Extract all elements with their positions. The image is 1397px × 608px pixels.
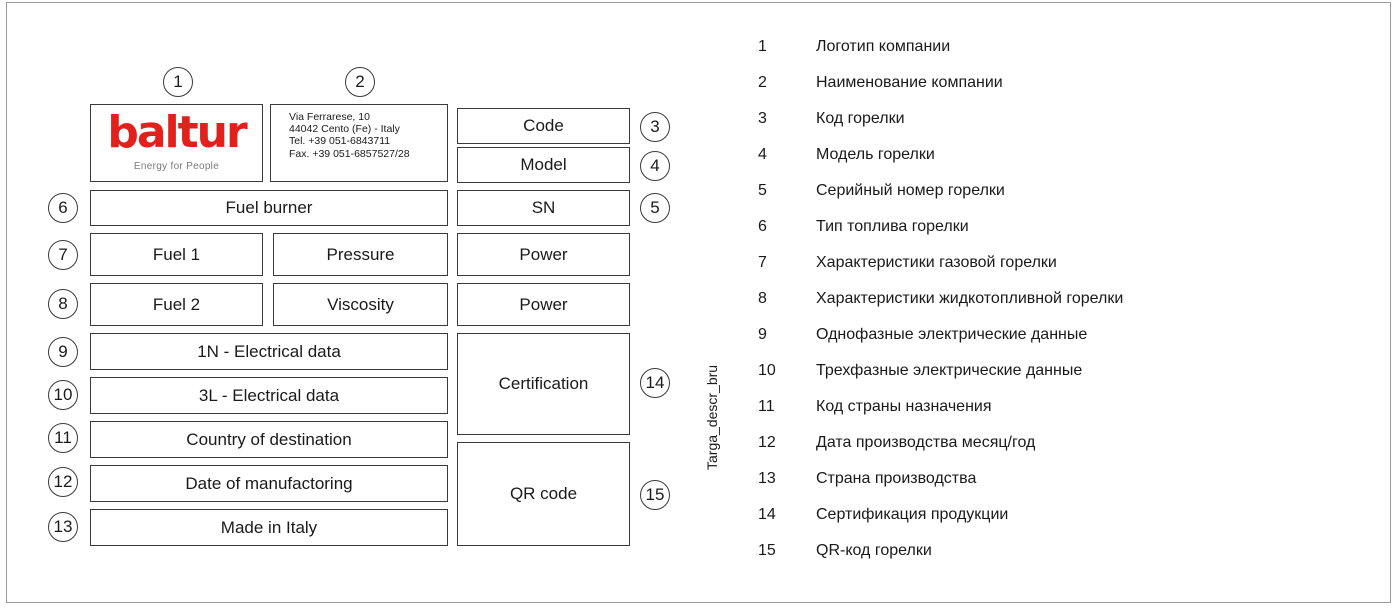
- legend-text: Сертификация продукции: [816, 506, 1009, 523]
- certification-field: Certification: [457, 333, 630, 435]
- legend-number: 13: [758, 470, 776, 487]
- marker-6: 6: [48, 193, 78, 223]
- electrical-3l-field: 3L - Electrical data: [90, 377, 448, 414]
- legend-text: Наименование компании: [816, 74, 1003, 91]
- made-in-field: Made in Italy: [90, 509, 448, 546]
- legend-number: 9: [758, 326, 767, 343]
- legend-number: 12: [758, 434, 776, 451]
- power2-field: Power: [457, 283, 630, 326]
- legend-number: 3: [758, 110, 767, 127]
- legend-number: 1: [758, 38, 767, 55]
- marker-10: 10: [48, 380, 78, 410]
- sn-field: SN: [457, 190, 630, 226]
- legend-text: Код страны назначения: [816, 398, 992, 415]
- figure-frame: [6, 2, 1391, 603]
- legend-number: 11: [758, 398, 775, 415]
- legend-number: 4: [758, 146, 767, 163]
- marker-12: 12: [48, 467, 78, 497]
- legend-text: Модель горелки: [816, 146, 935, 163]
- legend-text: Дата производства месяц/год: [816, 434, 1036, 451]
- legend-text: Серийный номер горелки: [816, 182, 1005, 199]
- legend-number: 5: [758, 182, 767, 199]
- viscosity-field: Viscosity: [273, 283, 448, 326]
- marker-9: 9: [48, 337, 78, 367]
- logo-wordmark: baltur: [107, 107, 247, 158]
- pressure-field: Pressure: [273, 233, 448, 276]
- legend-number: 15: [758, 542, 776, 559]
- marker-11: 11: [48, 423, 78, 453]
- code-field: Code: [457, 108, 630, 144]
- power1-field: Power: [457, 233, 630, 276]
- legend-text: Характеристики жидкотопливной горелки: [816, 290, 1124, 307]
- logo-tagline: Energy for People: [133, 161, 220, 172]
- legend-text: Тип топлива горелки: [816, 218, 969, 235]
- legend-number: 10: [758, 362, 776, 379]
- legend-text: Логотип компании: [816, 38, 951, 55]
- figure-id: Targa_descr_bru: [704, 364, 720, 470]
- country-destination-field: Country of destination: [90, 421, 448, 458]
- legend-number: 6: [758, 218, 767, 235]
- marker-3: 3: [640, 112, 670, 142]
- legend-number: 7: [758, 254, 767, 271]
- marker-1: 1: [163, 67, 193, 97]
- marker-8: 8: [48, 289, 78, 319]
- company-logo: baltur Energy for People: [90, 104, 263, 182]
- marker-7: 7: [48, 240, 78, 270]
- fuel-burner-field: Fuel burner: [90, 190, 448, 226]
- date-manufacturing-field: Date of manufactoring: [90, 465, 448, 502]
- legend-number: 2: [758, 74, 767, 91]
- marker-2: 2: [345, 67, 375, 97]
- fuel1-field: Fuel 1: [90, 233, 263, 276]
- legend-number: 8: [758, 290, 767, 307]
- legend-text: QR-код горелки: [816, 542, 932, 559]
- legend-text: Код горелки: [816, 110, 905, 127]
- address-line: Via Ferrarese, 10: [289, 111, 370, 123]
- legend-text: Трехфазные электрические данные: [816, 362, 1083, 379]
- address-line: 44042 Cento (Fe) - Italy: [289, 123, 400, 136]
- qr-code-field: QR code: [457, 442, 630, 546]
- fuel2-field: Fuel 2: [90, 283, 263, 326]
- electrical-1n-field: 1N - Electrical data: [90, 333, 448, 370]
- marker-14: 14: [640, 368, 670, 398]
- marker-13: 13: [48, 512, 78, 542]
- model-field: Model: [457, 147, 630, 183]
- legend-text: Однофазные электрические данные: [816, 326, 1088, 343]
- legend-text: Страна производства: [816, 470, 977, 487]
- company-address: Via Ferrarese, 10 44042 Cento (Fe) - Ita…: [270, 104, 448, 182]
- legend-text: Характеристики газовой горелки: [816, 254, 1057, 271]
- marker-5: 5: [640, 193, 670, 223]
- address-line: Fax. +39 051-6857527/28: [289, 147, 410, 160]
- address-line: Tel. +39 051-6843711: [289, 135, 391, 148]
- marker-4: 4: [640, 151, 670, 181]
- legend-number: 14: [758, 506, 776, 523]
- marker-15: 15: [640, 480, 670, 510]
